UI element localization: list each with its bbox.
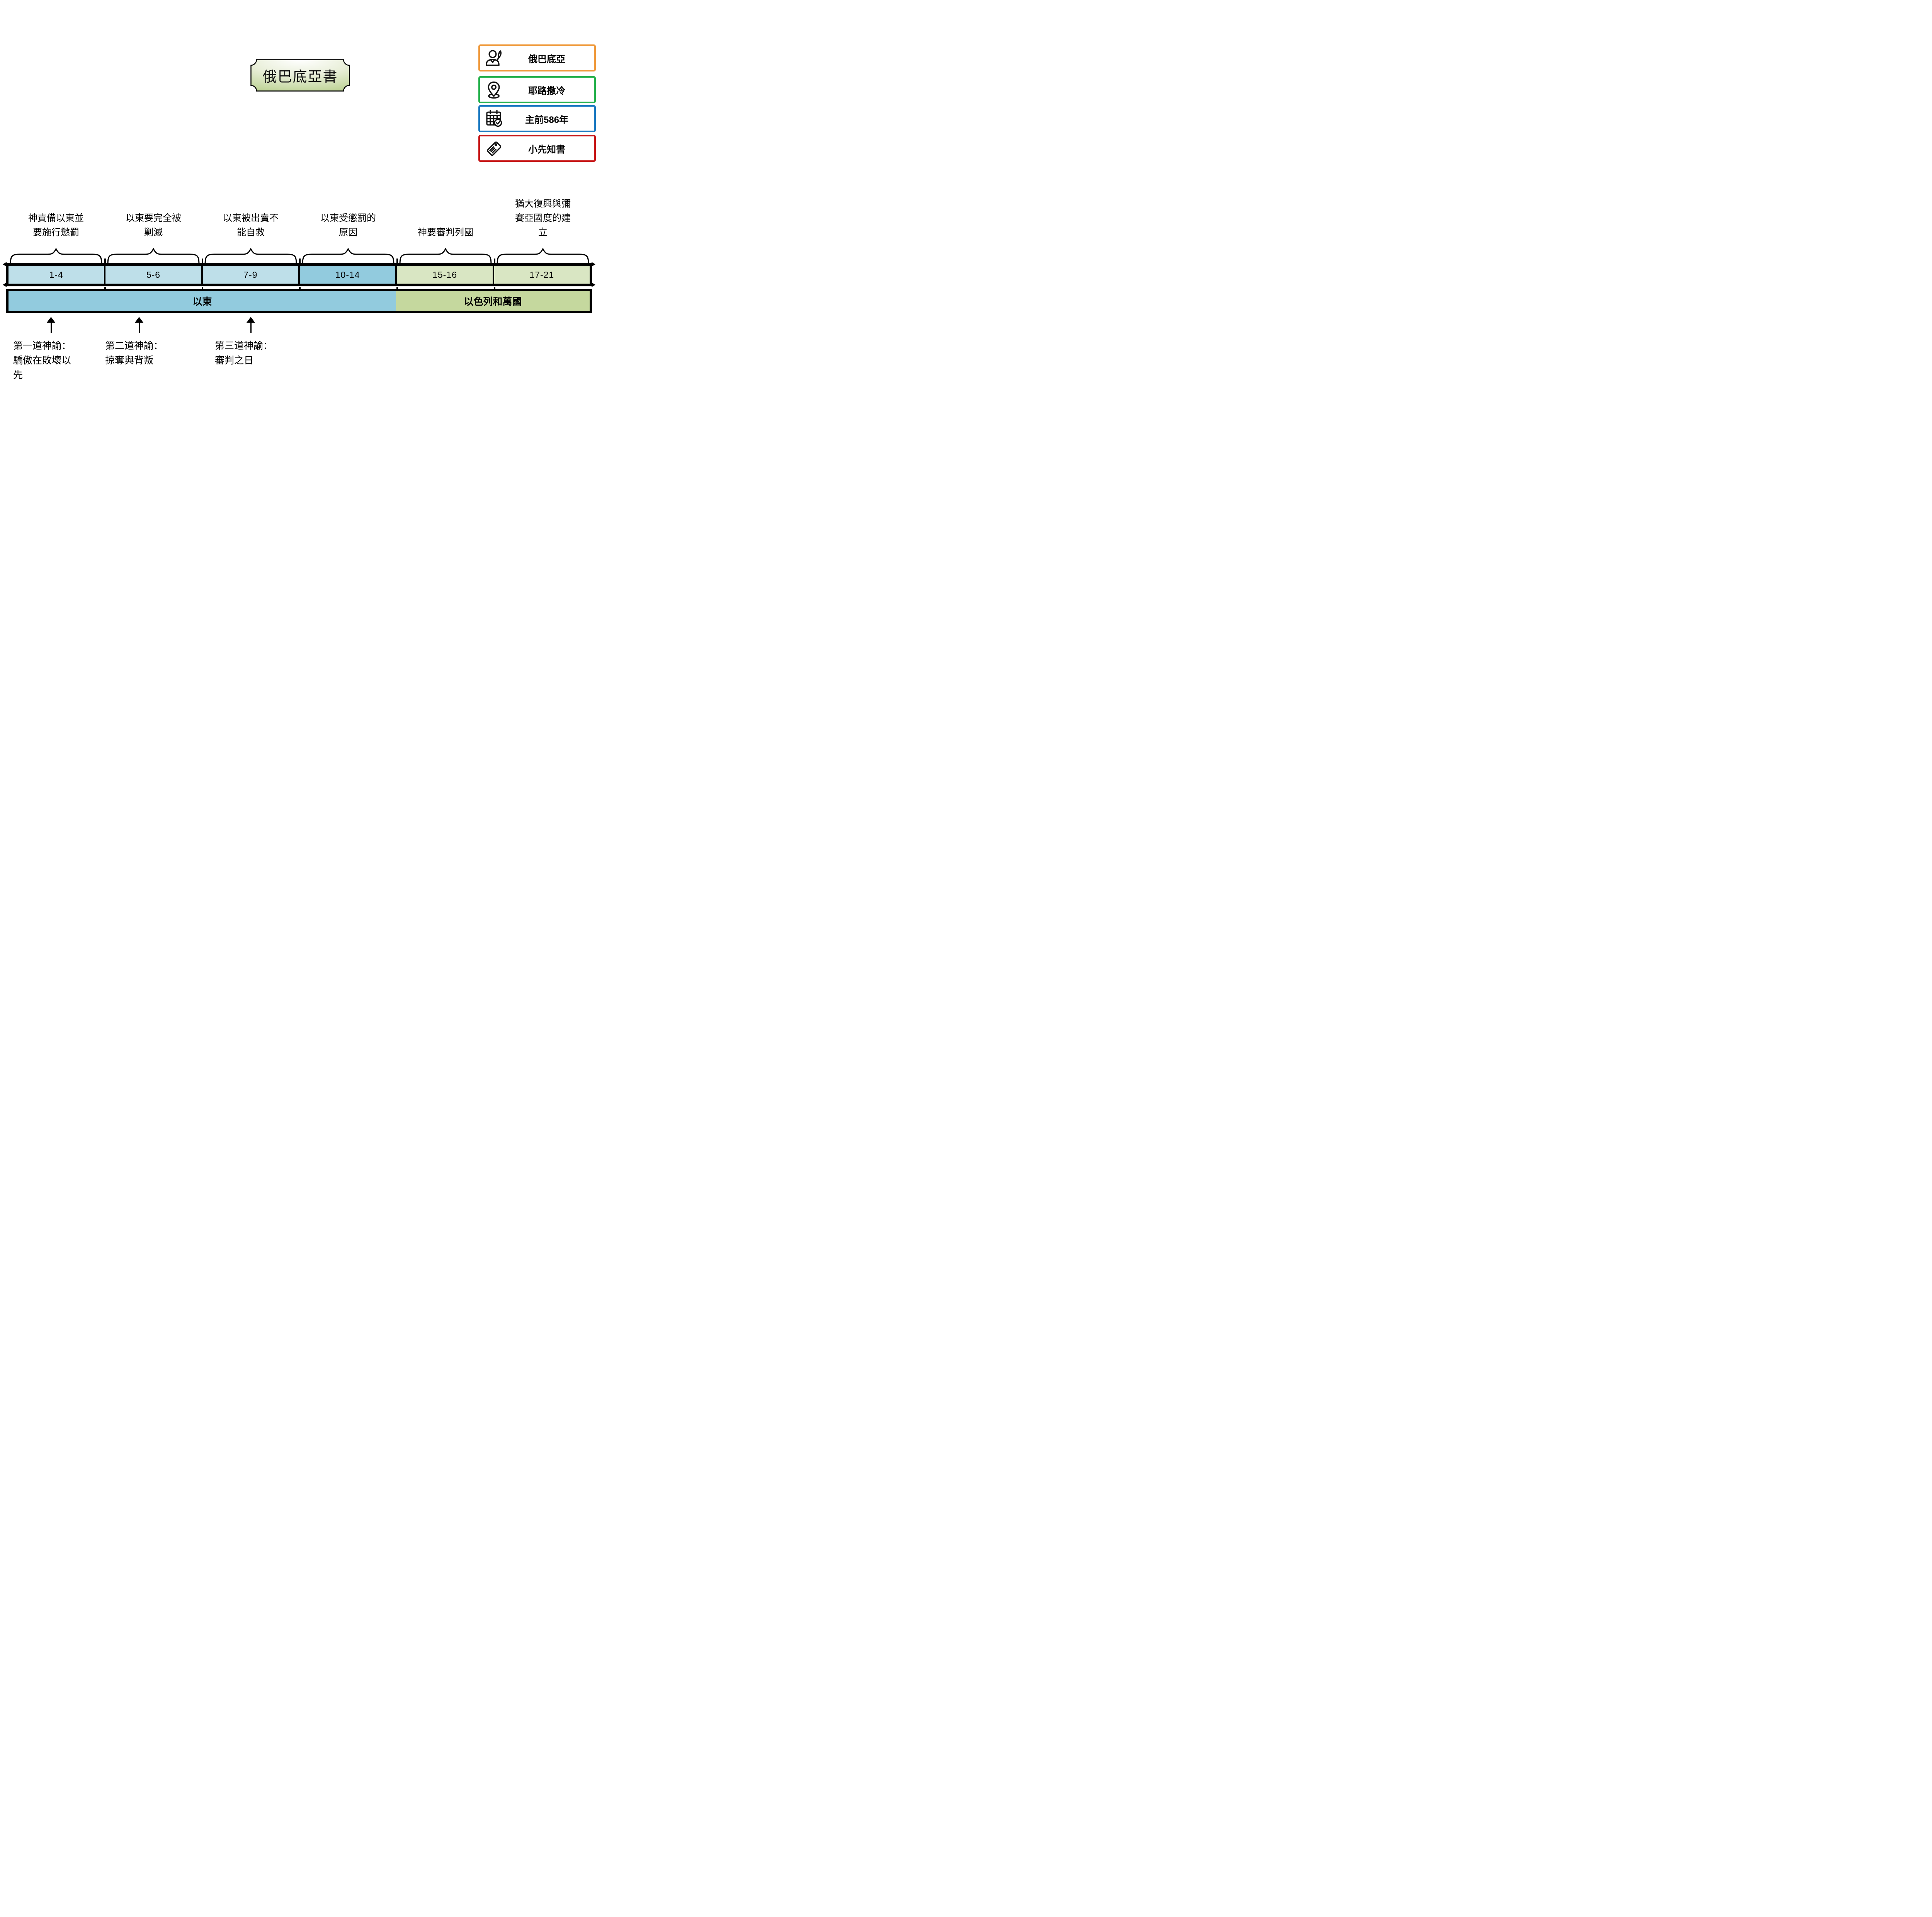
- group-israel-nations: 以色列和萬國: [396, 291, 590, 311]
- brace: [399, 248, 492, 265]
- chapter-segment: 17-21: [492, 266, 590, 284]
- brace: [10, 248, 102, 265]
- separator-tick: [396, 259, 398, 263]
- info-card-location: 耶路撒冷: [478, 76, 596, 103]
- info-card-label: 耶路撒冷: [528, 85, 565, 96]
- separator-tick: [396, 287, 398, 291]
- separator-tick: [202, 259, 203, 263]
- section-heading: 以東被出賣不 能自救: [223, 213, 279, 238]
- bar-end-arrow-left: [3, 262, 7, 267]
- info-card-date: 主前586年: [478, 105, 596, 132]
- slide-canvas: 俄巴底亞書 俄巴底亞 耶路撒冷: [0, 0, 597, 422]
- separator-tick: [299, 259, 301, 263]
- separator-tick: [104, 287, 106, 291]
- chapter-segment: 7-9: [201, 266, 298, 284]
- chapter-segment: 10-14: [298, 266, 396, 284]
- info-card-author: 俄巴底亞: [478, 44, 596, 71]
- chapter-bar: 1-4 5-6 7-9 10-14 15-16 17-21: [6, 263, 592, 286]
- info-card-label: 主前586年: [525, 114, 569, 125]
- calendar-icon: [485, 109, 503, 128]
- separator-tick: [104, 259, 106, 263]
- page-title: 俄巴底亞書: [262, 69, 338, 85]
- brace: [107, 248, 200, 265]
- info-card-label: 小先知書: [528, 144, 565, 155]
- oracle-note-1: 第一道神諭： 驕傲在敗壞以 先: [13, 340, 71, 381]
- chapter-segment: 5-6: [104, 266, 201, 284]
- author-icon: [485, 49, 503, 67]
- title-plaque: 俄巴底亞書: [250, 59, 350, 92]
- oracle-note-3: 第三道神諭： 審判之日: [215, 340, 273, 366]
- separator-tick: [299, 287, 301, 291]
- plaque-shape: [250, 59, 350, 92]
- up-arrow: [47, 317, 55, 334]
- up-arrow: [135, 317, 143, 334]
- audience-bar: 以東 以色列和萬國: [6, 289, 592, 313]
- chapter-segment: 15-16: [395, 266, 493, 284]
- section-heading: 神責備以東並 要施行懲罰: [28, 213, 84, 238]
- separator-tick: [494, 287, 495, 291]
- info-card-category: 小先知書: [478, 135, 596, 162]
- section-heading: 以東要完全被 剿滅: [126, 213, 181, 238]
- section-heading: 猶大復興與彌 賽亞國度的建 立: [515, 199, 571, 238]
- separator-tick: [494, 259, 495, 263]
- oracle-note-2: 第二道神諭： 掠奪與背叛: [105, 340, 163, 366]
- brace: [302, 248, 395, 265]
- brace: [204, 248, 297, 265]
- tag-icon: [485, 139, 503, 158]
- chapter-segment: 1-4: [9, 266, 104, 284]
- bar-end-arrow-right: [592, 262, 595, 267]
- brace: [497, 248, 589, 265]
- location-pin-icon: [485, 80, 503, 99]
- bar-end-arrow-right: [592, 282, 595, 287]
- info-card-label: 俄巴底亞: [528, 54, 565, 65]
- section-heading: 以東受懲罰的 原因: [320, 213, 376, 238]
- group-edom: 以東: [9, 291, 396, 311]
- up-arrow: [247, 317, 255, 334]
- bar-end-arrow-left: [3, 282, 7, 287]
- separator-tick: [202, 287, 203, 291]
- section-heading: 神要審判列國: [418, 227, 473, 238]
